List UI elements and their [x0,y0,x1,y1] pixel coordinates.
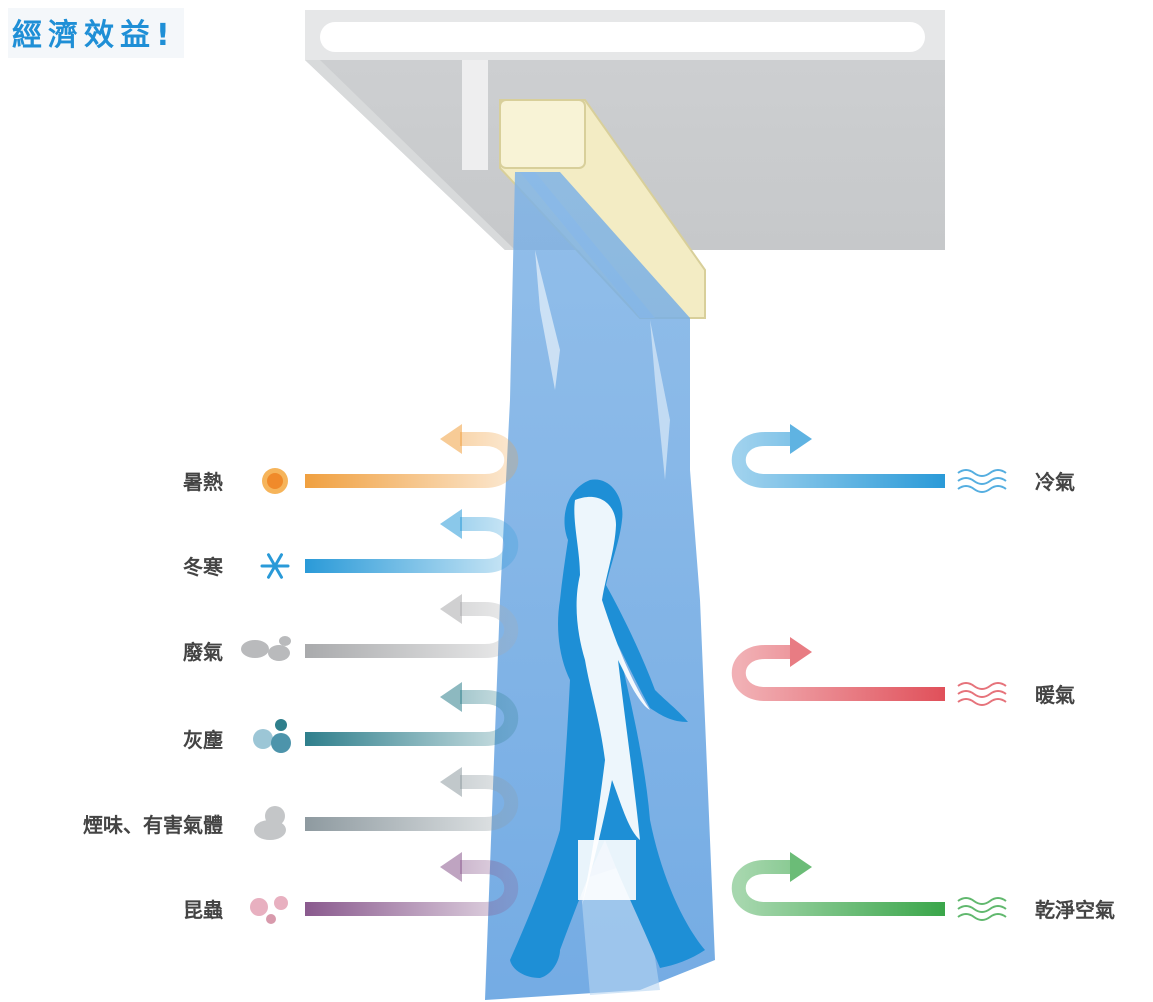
right-arrowhead-2 [790,852,812,882]
left-arrows [305,424,519,916]
smoke-icon [254,806,286,840]
left-arrowhead-2 [440,594,462,624]
right-icons [957,469,1007,921]
label-smoke: 煙味、有害氣體 [83,813,223,837]
left-arrow-1 [305,517,519,573]
left-arrow-5 [305,860,519,916]
left-arrowhead-3 [440,682,462,712]
left-arrow-4 [305,775,519,831]
left-icons [241,468,291,924]
left-arrowhead-5 [440,852,462,882]
right-arrowhead-0 [790,424,812,454]
label-dust: 灰塵 [183,728,223,752]
label-warm-air: 暖氣 [1035,683,1075,707]
right-arrow-1 [731,645,945,701]
label-cool-air: 冷氣 [1035,470,1075,494]
left-arrowhead-0 [440,424,462,454]
insect-icon [250,896,288,924]
label-heat: 暑熱 [183,470,223,494]
right-arrows [731,424,945,916]
label-cold: 冬寒 [183,555,223,579]
clean-wave-icon [957,897,1007,921]
right-arrow-0 [731,432,945,488]
left-arrow-0 [305,432,519,488]
label-insects: 昆蟲 [183,898,223,922]
ceiling [305,10,945,250]
page-title: 經濟效益! [8,8,184,58]
right-arrowhead-1 [790,637,812,667]
label-clean-air: 乾淨空氣 [1035,898,1115,922]
left-arrowhead-4 [440,767,462,797]
person-silhouette [510,479,705,978]
exhaust-cloud-icon [241,636,291,661]
left-arrow-2 [305,602,519,658]
warm-wave-icon [957,682,1007,706]
left-arrow-3 [305,690,519,746]
snowflake-icon [260,553,290,579]
cool-wave-icon [957,469,1007,493]
sun-icon [262,468,288,494]
dust-icon [253,719,291,753]
label-exhaust: 廢氣 [183,640,223,664]
right-arrow-2 [731,860,945,916]
left-arrowhead-1 [440,509,462,539]
